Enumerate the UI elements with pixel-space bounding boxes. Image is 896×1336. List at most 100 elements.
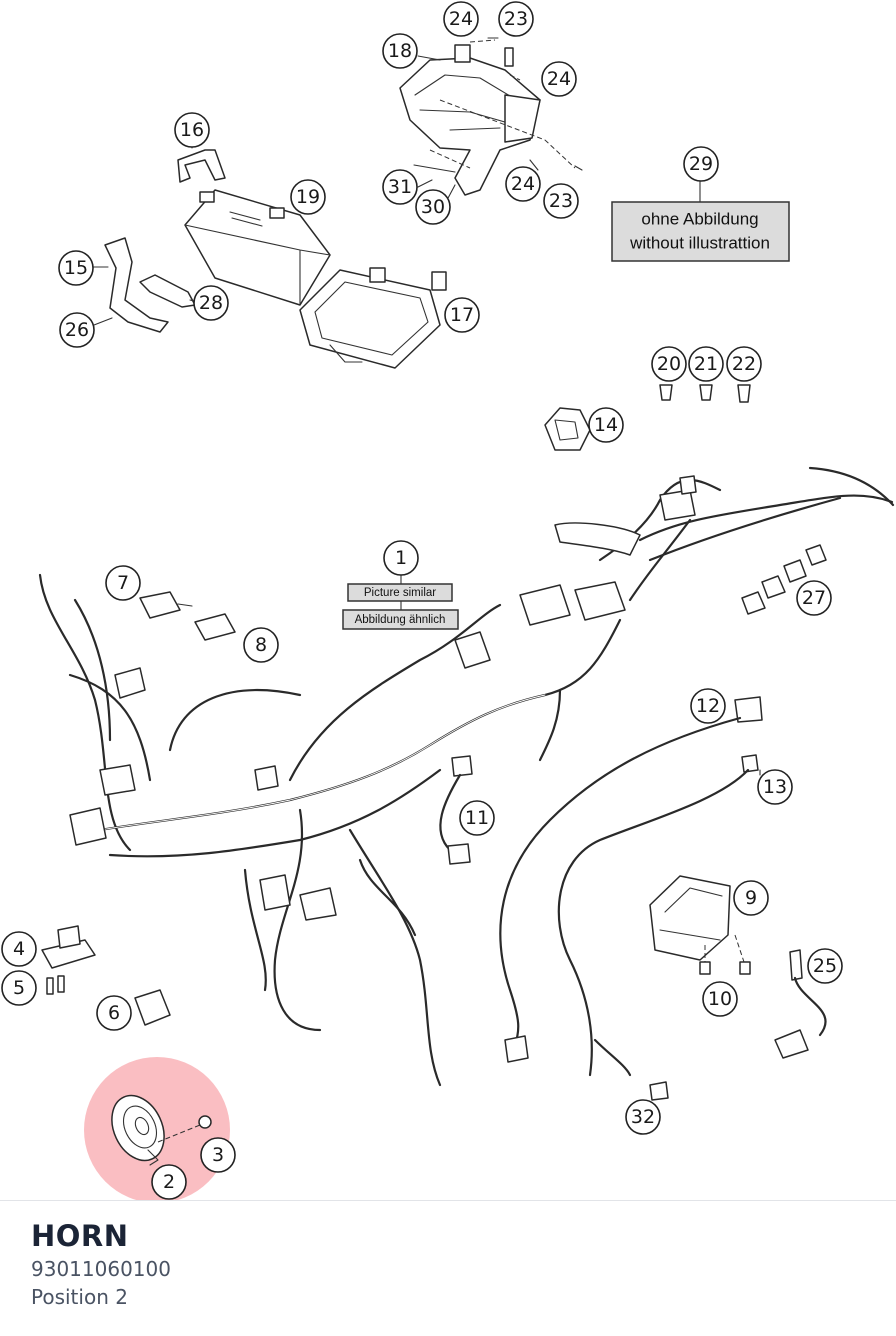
main-wiring-harness[interactable] [38, 466, 895, 1087]
callout-24-bottom[interactable]: 24 [505, 166, 541, 202]
callout-20[interactable]: 20 [651, 346, 687, 382]
part-title: HORN [31, 1219, 129, 1253]
callout-3[interactable]: 3 [200, 1137, 236, 1173]
callout-24-top[interactable]: 24 [443, 1, 479, 37]
svg-text:25: 25 [813, 955, 837, 977]
regulator-9[interactable] [649, 875, 751, 975]
svg-text:21: 21 [694, 353, 718, 375]
svg-text:2: 2 [163, 1171, 175, 1193]
cable-12[interactable] [499, 696, 763, 1063]
note-picture-similar: Picture similar Abbildung ähnlich [342, 573, 459, 630]
svg-text:9: 9 [745, 887, 757, 909]
svg-text:26: 26 [65, 319, 89, 341]
fuses[interactable] [659, 384, 751, 403]
part-number: 93011060100 [31, 1257, 171, 1281]
parts-4-5-6[interactable] [41, 925, 171, 1026]
callout-27[interactable]: 27 [796, 580, 832, 616]
svg-text:17: 17 [450, 304, 474, 326]
svg-text:23: 23 [549, 190, 573, 212]
svg-text:6: 6 [108, 1002, 120, 1024]
cable-11[interactable] [439, 755, 473, 865]
callout-30[interactable]: 30 [415, 189, 451, 225]
callout-22[interactable]: 22 [726, 346, 762, 382]
callout-11[interactable]: 11 [459, 800, 495, 836]
callout-17[interactable]: 17 [444, 297, 480, 333]
svg-text:31: 31 [388, 176, 412, 198]
callout-9[interactable]: 9 [733, 880, 769, 916]
svg-text:18: 18 [388, 40, 412, 62]
callout-2[interactable]: 2 [151, 1164, 187, 1200]
svg-text:10: 10 [708, 988, 732, 1010]
battery-19[interactable] [184, 189, 331, 306]
callout-7[interactable]: 7 [105, 565, 141, 601]
screw-part-3[interactable] [157, 1115, 212, 1143]
svg-text:5: 5 [13, 977, 25, 999]
callout-15[interactable]: 15 [58, 250, 94, 286]
svg-text:12: 12 [696, 695, 720, 717]
relay-14[interactable] [544, 407, 591, 451]
callout-13[interactable]: 13 [757, 769, 793, 805]
strap-parts[interactable] [104, 237, 196, 333]
svg-text:24: 24 [511, 173, 535, 195]
svg-text:29: 29 [689, 153, 713, 175]
callout-25[interactable]: 25 [807, 948, 843, 984]
callout-19[interactable]: 19 [290, 179, 326, 215]
callout-4[interactable]: 4 [1, 931, 37, 967]
callout-8[interactable]: 8 [243, 627, 279, 663]
callout-21[interactable]: 21 [688, 346, 724, 382]
callout-26[interactable]: 26 [59, 312, 95, 348]
note-top-line2: without illustrattion [629, 234, 770, 253]
callout-23-bottom[interactable]: 23 [543, 183, 579, 219]
cable-25[interactable] [774, 949, 827, 1059]
part-position: Position 2 [31, 1285, 128, 1309]
callout-5[interactable]: 5 [1, 970, 37, 1006]
callouts: 1 2 3 4 5 6 7 8 9 10 11 12 13 14 15 16 1… [1, 1, 843, 1200]
callout-31[interactable]: 31 [382, 169, 418, 205]
bracket-16[interactable] [177, 149, 226, 183]
svg-text:15: 15 [64, 257, 88, 279]
note-top-line1: ohne Abbildung [641, 210, 758, 229]
callout-14[interactable]: 14 [588, 407, 624, 443]
svg-text:23: 23 [504, 8, 528, 30]
callout-12[interactable]: 12 [690, 688, 726, 724]
exploded-parts-diagram: ohne Abbildung without illustrattion Pic… [1, 1, 895, 1200]
svg-text:32: 32 [631, 1106, 655, 1128]
callout-18[interactable]: 18 [382, 33, 418, 69]
svg-text:24: 24 [547, 68, 571, 90]
svg-text:4: 4 [13, 938, 25, 960]
svg-text:7: 7 [117, 572, 129, 594]
svg-text:14: 14 [594, 414, 618, 436]
svg-text:30: 30 [421, 196, 445, 218]
callout-16[interactable]: 16 [174, 112, 210, 148]
svg-text:13: 13 [763, 776, 787, 798]
svg-text:24: 24 [449, 8, 473, 30]
bolt-32[interactable] [649, 1081, 669, 1101]
bracket-assembly[interactable] [399, 37, 583, 196]
callout-10[interactable]: 10 [702, 981, 738, 1017]
svg-text:27: 27 [802, 587, 826, 609]
callout-1[interactable]: 1 [383, 540, 419, 576]
battery-holder-17[interactable] [299, 267, 447, 369]
horn-part-2[interactable] [102, 1087, 174, 1169]
callout-29[interactable]: 29 [683, 146, 719, 182]
svg-text:16: 16 [180, 119, 204, 141]
svg-text:19: 19 [296, 186, 320, 208]
note-center-line2: Abbildung ähnlich [355, 614, 446, 626]
svg-text:20: 20 [657, 353, 681, 375]
note-without-illustration: ohne Abbildung without illustrattion [611, 179, 790, 262]
svg-text:1: 1 [395, 547, 407, 569]
svg-text:22: 22 [732, 353, 756, 375]
connectors-27[interactable] [741, 544, 827, 615]
svg-text:28: 28 [199, 292, 223, 314]
connectors-7-8[interactable] [139, 591, 236, 641]
callout-28[interactable]: 28 [193, 285, 229, 321]
callout-32[interactable]: 32 [625, 1099, 661, 1135]
svg-text:11: 11 [465, 807, 489, 829]
callout-6[interactable]: 6 [96, 995, 132, 1031]
cable-13[interactable] [557, 754, 759, 1077]
part-info-panel: HORN 93011060100 Position 2 [0, 1200, 896, 1336]
note-center-line1: Picture similar [364, 587, 436, 599]
callout-24-right[interactable]: 24 [541, 61, 577, 97]
callout-23-top[interactable]: 23 [498, 1, 534, 37]
svg-text:3: 3 [212, 1144, 224, 1166]
